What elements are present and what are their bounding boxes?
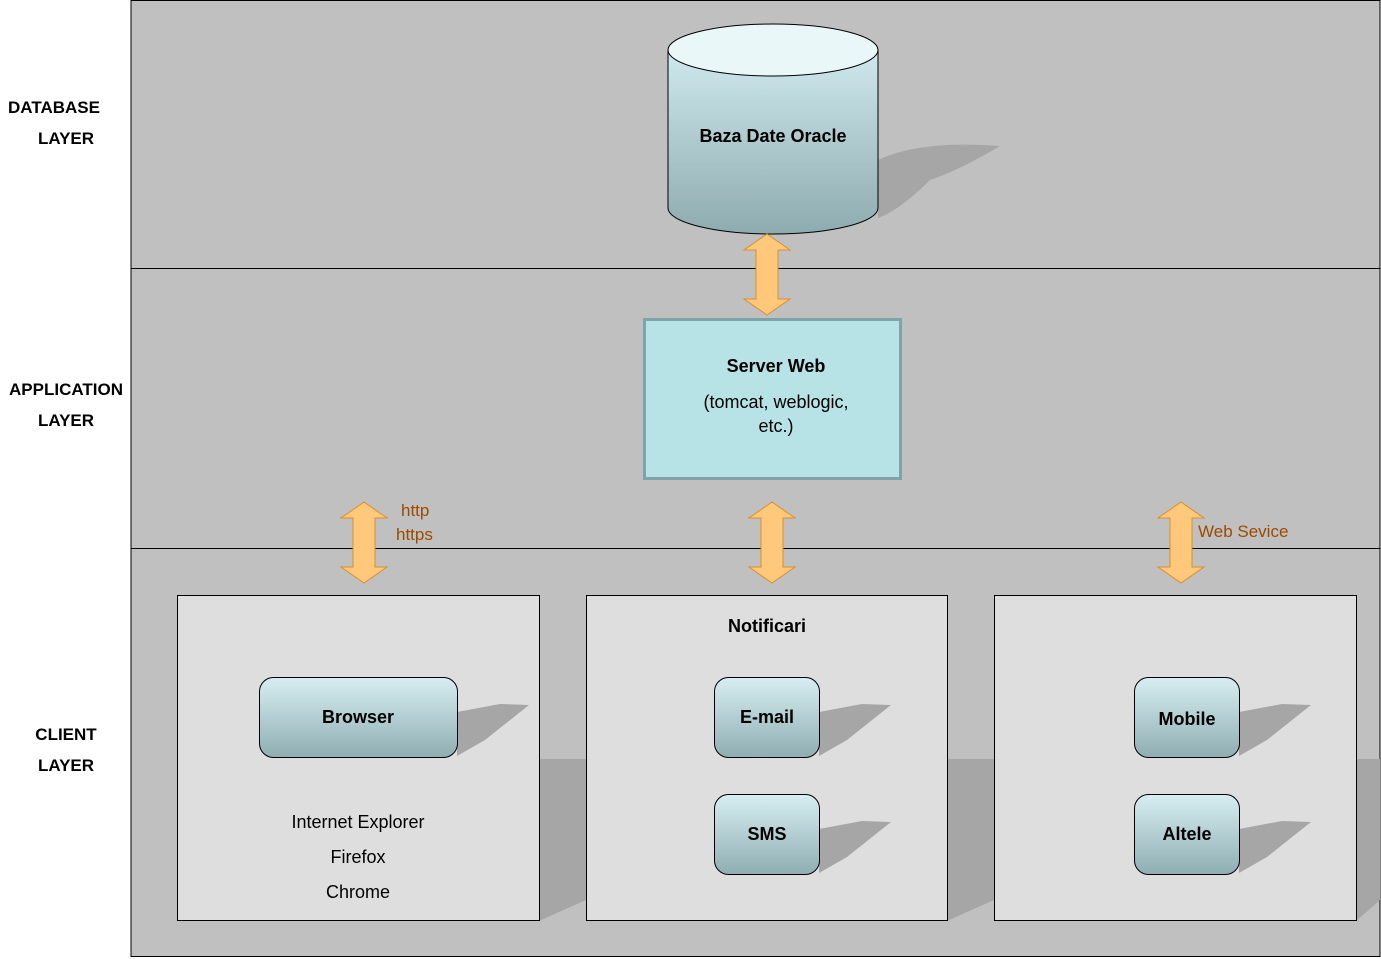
application-layer-label: APPLICATION LAYER bbox=[9, 380, 123, 430]
double-arrow-icon bbox=[742, 233, 792, 316]
mobile-node bbox=[1134, 677, 1240, 758]
mobile-label: Mobile bbox=[1159, 709, 1216, 729]
database-shadow bbox=[878, 144, 1000, 218]
node-shadow bbox=[1239, 704, 1311, 756]
server-web-detail: etc.) bbox=[758, 416, 793, 436]
node-shadow bbox=[819, 821, 891, 873]
browser-list-item: Chrome bbox=[326, 882, 390, 902]
browser-list-item: Internet Explorer bbox=[291, 812, 424, 832]
panel-shadow bbox=[947, 759, 994, 921]
server-web-detail: (tomcat, weblogic, bbox=[703, 392, 848, 412]
database-cylinder bbox=[667, 23, 879, 235]
altele-node bbox=[1134, 794, 1240, 875]
panel-shadow bbox=[1356, 759, 1380, 921]
browser-label: Browser bbox=[322, 707, 394, 727]
protocol-http: http bbox=[401, 501, 429, 520]
node-shadow bbox=[1239, 821, 1311, 873]
browser-list-item: Firefox bbox=[330, 847, 385, 867]
panel-shadow bbox=[539, 759, 586, 921]
database-label: Baza Date Oracle bbox=[699, 126, 846, 146]
sms-node bbox=[714, 794, 820, 875]
client-layer-label: CLIENT LAYER bbox=[35, 725, 97, 775]
altele-label: Altele bbox=[1162, 824, 1211, 844]
node-shadow bbox=[819, 704, 891, 756]
database-layer-label: DATABASE LAYER bbox=[8, 98, 100, 148]
email-label: E-mail bbox=[740, 707, 794, 727]
protocol-webservice: Web Sevice bbox=[1198, 522, 1288, 541]
server-web-box bbox=[643, 318, 902, 480]
notifications-title: Notificari bbox=[728, 616, 806, 636]
server-web-title: Server Web bbox=[727, 356, 826, 376]
protocol-https: https bbox=[396, 525, 433, 544]
double-arrow-icon bbox=[339, 501, 389, 584]
node-shadow bbox=[457, 704, 529, 756]
browser-node bbox=[259, 677, 458, 758]
email-node bbox=[714, 677, 820, 758]
double-arrow-icon bbox=[1156, 501, 1206, 584]
sms-label: SMS bbox=[747, 824, 786, 844]
double-arrow-icon bbox=[747, 501, 797, 584]
